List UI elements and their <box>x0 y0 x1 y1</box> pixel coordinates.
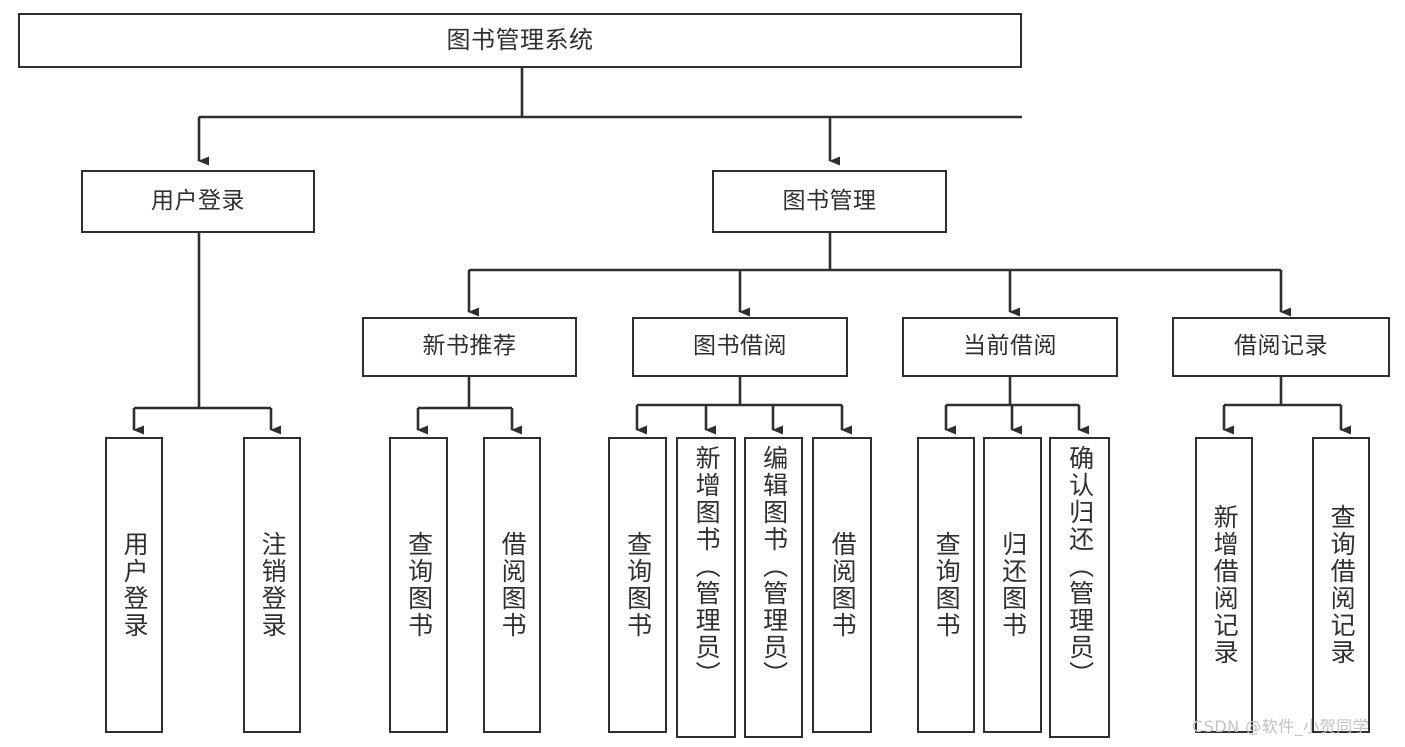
node-leaf-return-book-label: 归还图书 <box>998 531 1028 639</box>
node-borrow-record[interactable]: 借阅记录 <box>1172 317 1390 377</box>
watermark-text: CSDN @软件_小贺同学 <box>1192 717 1370 736</box>
node-book-borrow[interactable]: 图书借阅 <box>632 317 848 377</box>
node-leaf-query-book-c[interactable]: 查询图书 <box>917 437 975 733</box>
node-leaf-query-book-a[interactable]: 查询图书 <box>389 437 448 733</box>
node-leaf-query-book-b-label: 查询图书 <box>623 531 653 639</box>
node-book-manage[interactable]: 图书管理 <box>712 170 947 233</box>
node-leaf-query-record-label: 查询借阅记录 <box>1327 504 1357 666</box>
node-new-book-recommend[interactable]: 新书推荐 <box>362 317 577 377</box>
node-leaf-query-book-a-label: 查询图书 <box>404 531 434 639</box>
node-book-borrow-label: 图书借阅 <box>693 333 787 360</box>
node-leaf-logout-label: 注销登录 <box>258 531 288 639</box>
node-leaf-edit-book-label: 编辑图书（管理员） <box>759 445 789 688</box>
node-leaf-user-login-label: 用户登录 <box>120 531 150 639</box>
node-leaf-add-book-label: 新增图书（管理员） <box>692 445 722 688</box>
node-leaf-query-book-c-label: 查询图书 <box>932 531 962 639</box>
node-user-login-label: 用户登录 <box>151 187 245 214</box>
node-leaf-borrow-book-a[interactable]: 借阅图书 <box>483 437 541 733</box>
node-leaf-borrow-book-b-label: 借阅图书 <box>828 531 858 639</box>
node-leaf-logout[interactable]: 注销登录 <box>243 437 301 733</box>
node-current-borrow[interactable]: 当前借阅 <box>902 317 1118 377</box>
node-leaf-user-login[interactable]: 用户登录 <box>105 437 163 733</box>
node-leaf-query-record[interactable]: 查询借阅记录 <box>1312 437 1370 733</box>
node-leaf-add-record[interactable]: 新增借阅记录 <box>1195 437 1253 733</box>
node-borrow-record-label: 借阅记录 <box>1234 333 1328 360</box>
node-root-label: 图书管理系统 <box>446 26 594 55</box>
node-leaf-add-record-label: 新增借阅记录 <box>1210 504 1240 666</box>
node-leaf-return-book[interactable]: 归还图书 <box>983 437 1042 733</box>
node-current-borrow-label: 当前借阅 <box>963 333 1057 360</box>
node-leaf-edit-book[interactable]: 编辑图书（管理员） <box>744 437 803 738</box>
node-leaf-borrow-book-b[interactable]: 借阅图书 <box>812 437 872 733</box>
node-user-login[interactable]: 用户登录 <box>81 170 315 233</box>
node-leaf-add-book[interactable]: 新增图书（管理员） <box>676 437 736 738</box>
node-leaf-confirm-return[interactable]: 确认归还（管理员） <box>1049 437 1110 738</box>
node-root[interactable]: 图书管理系统 <box>18 13 1022 68</box>
node-book-manage-label: 图书管理 <box>782 187 877 214</box>
node-new-book-recommend-label: 新书推荐 <box>422 333 517 360</box>
node-leaf-query-book-b[interactable]: 查询图书 <box>608 437 667 733</box>
node-leaf-borrow-book-a-label: 借阅图书 <box>498 531 528 639</box>
node-leaf-confirm-return-label: 确认归还（管理员） <box>1065 445 1095 688</box>
